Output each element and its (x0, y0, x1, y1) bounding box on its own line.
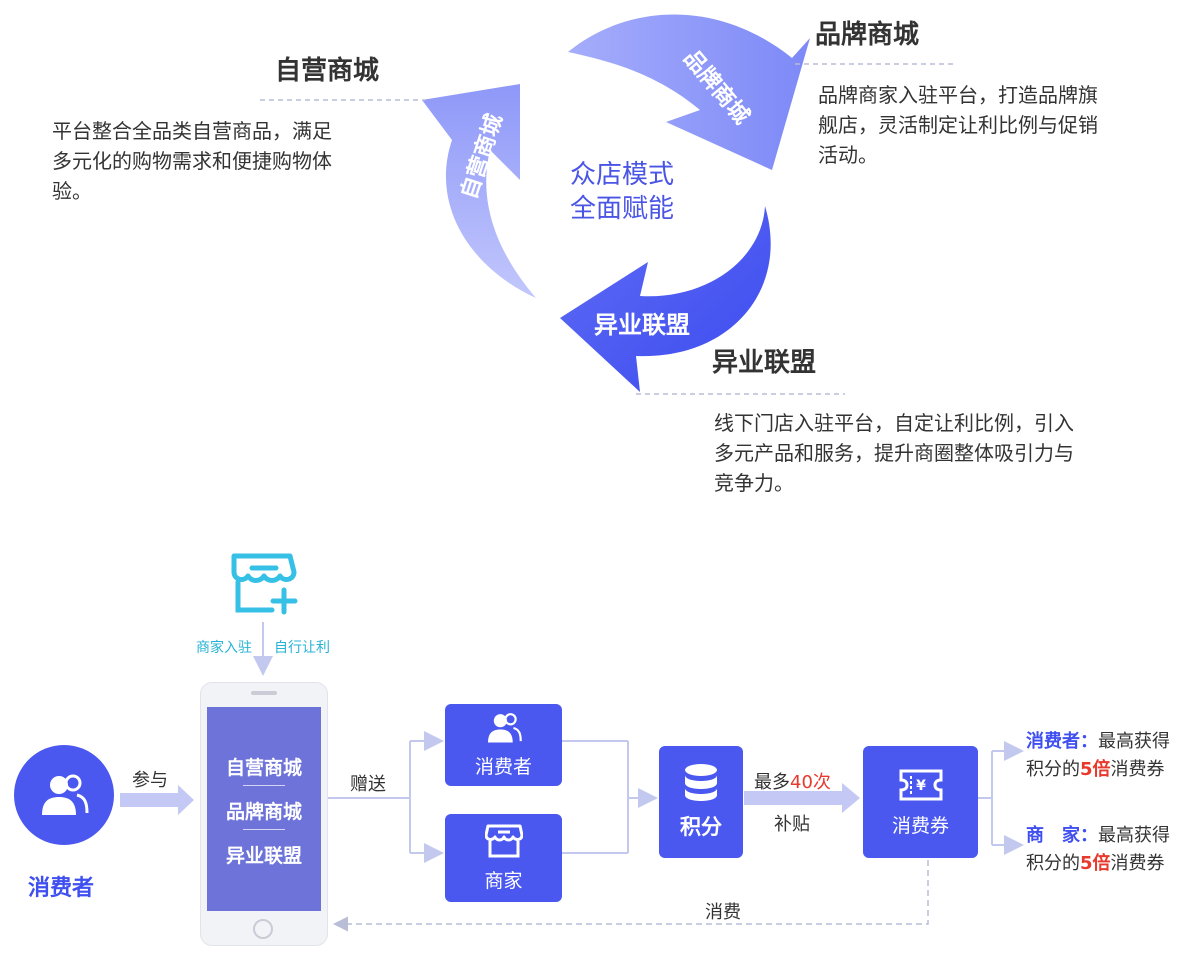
phone-mockup: 自营商城 品牌商城 异业联盟 (200, 682, 328, 946)
gift-label: 赠送 (350, 774, 386, 795)
store-add-icon (231, 553, 298, 615)
users-icon (42, 774, 89, 815)
result-consumer: 消费者：最高获得 积分的5倍消费券 (1026, 728, 1170, 784)
center-caption: 众店模式 全面赋能 (570, 158, 674, 226)
box-points: 积分 (659, 746, 743, 858)
merchant-join-label: 商家入驻 (196, 640, 252, 656)
box-consumer-label: 消费者 (474, 755, 532, 778)
result-consumer-line1: 消费者：最高获得 (1026, 728, 1170, 756)
users-icon (487, 712, 522, 743)
section-desc-self: 平台整合全品类自营商品，满足 多元化的购物需求和便捷购物体 验。 (52, 116, 332, 206)
box-merchant: 商家 (445, 814, 562, 902)
participate-label: 参与 (132, 770, 168, 791)
consume-label: 消费 (705, 902, 741, 923)
multiplier: 5倍 (1080, 853, 1111, 874)
desc-line: 平台整合全品类自营商品，满足 (52, 119, 332, 143)
box-points-label: 积分 (680, 815, 722, 839)
section-desc-brand: 品牌商家入驻平台，打造品牌旗 舰店，灵活制定让利比例与促销 活动。 (818, 80, 1098, 170)
box-consumer: 消费者 (445, 704, 562, 786)
max-times: 40次 (790, 772, 831, 793)
result-merchant-line1: 商 家：最高获得 (1026, 822, 1170, 850)
phone-home-button (253, 919, 273, 939)
arc-brand (568, 14, 810, 171)
cycle-diagram (260, 14, 955, 395)
section-title-brand: 品牌商城 (815, 20, 920, 50)
arc-label-alliance: 异业联盟 (594, 311, 690, 339)
rest: 最高获得 (1098, 825, 1170, 846)
post: 消费券 (1110, 759, 1165, 780)
result-consumer-line2: 积分的5倍消费券 (1026, 756, 1170, 784)
role: 商 家 (1026, 825, 1080, 846)
multiplier: 5倍 (1080, 759, 1111, 780)
section-title-self: 自营商城 (275, 56, 380, 86)
desc-line: 活动。 (818, 143, 878, 167)
result-merchant-line2: 积分的5倍消费券 (1026, 850, 1170, 878)
post: 消费券 (1110, 853, 1165, 874)
rest: 最高获得 (1098, 731, 1170, 752)
consumer-label: 消费者 (28, 876, 95, 901)
max-prefix: 最多 (754, 772, 790, 793)
box-voucher: ¥ 消费券 (863, 746, 978, 858)
flow-connectors (120, 622, 1024, 932)
center-line-1: 众店模式 (570, 160, 675, 190)
pre: 积分的 (1026, 759, 1080, 780)
max-times-label: 最多40次 (754, 768, 831, 794)
center-line-2: 全面赋能 (570, 194, 675, 224)
section-desc-alliance: 线下门店入驻平台，自定让利比例，引入 多元产品和服务，提升商圈整体吸引力与 竞争… (714, 408, 1074, 498)
desc-line: 舰店，灵活制定让利比例与促销 (818, 113, 1098, 137)
phone-speaker (251, 691, 277, 695)
consumer-avatar (14, 745, 114, 845)
role: 消费者 (1026, 731, 1080, 752)
desc-line: 多元化的购物需求和便捷购物体 (52, 149, 332, 173)
coins-icon (685, 764, 717, 801)
self-discount-label: 自行让利 (274, 640, 330, 656)
voucher-icon: ¥ (899, 769, 942, 800)
subsidy-label: 补贴 (774, 814, 810, 835)
phone-screen: 自营商城 品牌商城 异业联盟 (207, 707, 321, 911)
colon: ： (1080, 825, 1098, 846)
box-voucher-label: 消费券 (891, 814, 949, 837)
section-title-alliance: 异业联盟 (712, 348, 817, 378)
store-icon (484, 824, 523, 857)
phone-item-self: 自营商城 (225, 757, 302, 779)
box-merchant-label: 商家 (484, 869, 523, 892)
phone-divider (243, 785, 285, 786)
desc-line: 线下门店入驻平台，自定让利比例，引入 (714, 411, 1074, 435)
arc-alliance (560, 206, 771, 392)
arc-self (422, 84, 536, 298)
desc-line: 多元产品和服务，提升商圈整体吸引力与 (714, 441, 1074, 465)
desc-line: 验。 (52, 179, 92, 203)
phone-item-alliance: 异业联盟 (225, 845, 302, 867)
desc-line: 品牌商家入驻平台，打造品牌旗 (818, 83, 1098, 107)
phone-divider (243, 829, 285, 830)
desc-line: 竞争力。 (714, 471, 794, 495)
pre: 积分的 (1026, 853, 1080, 874)
phone-item-brand: 品牌商城 (225, 801, 302, 823)
colon: ： (1080, 731, 1098, 752)
svg-text:¥: ¥ (916, 778, 926, 794)
result-merchant: 商 家：最高获得 积分的5倍消费券 (1026, 822, 1170, 878)
